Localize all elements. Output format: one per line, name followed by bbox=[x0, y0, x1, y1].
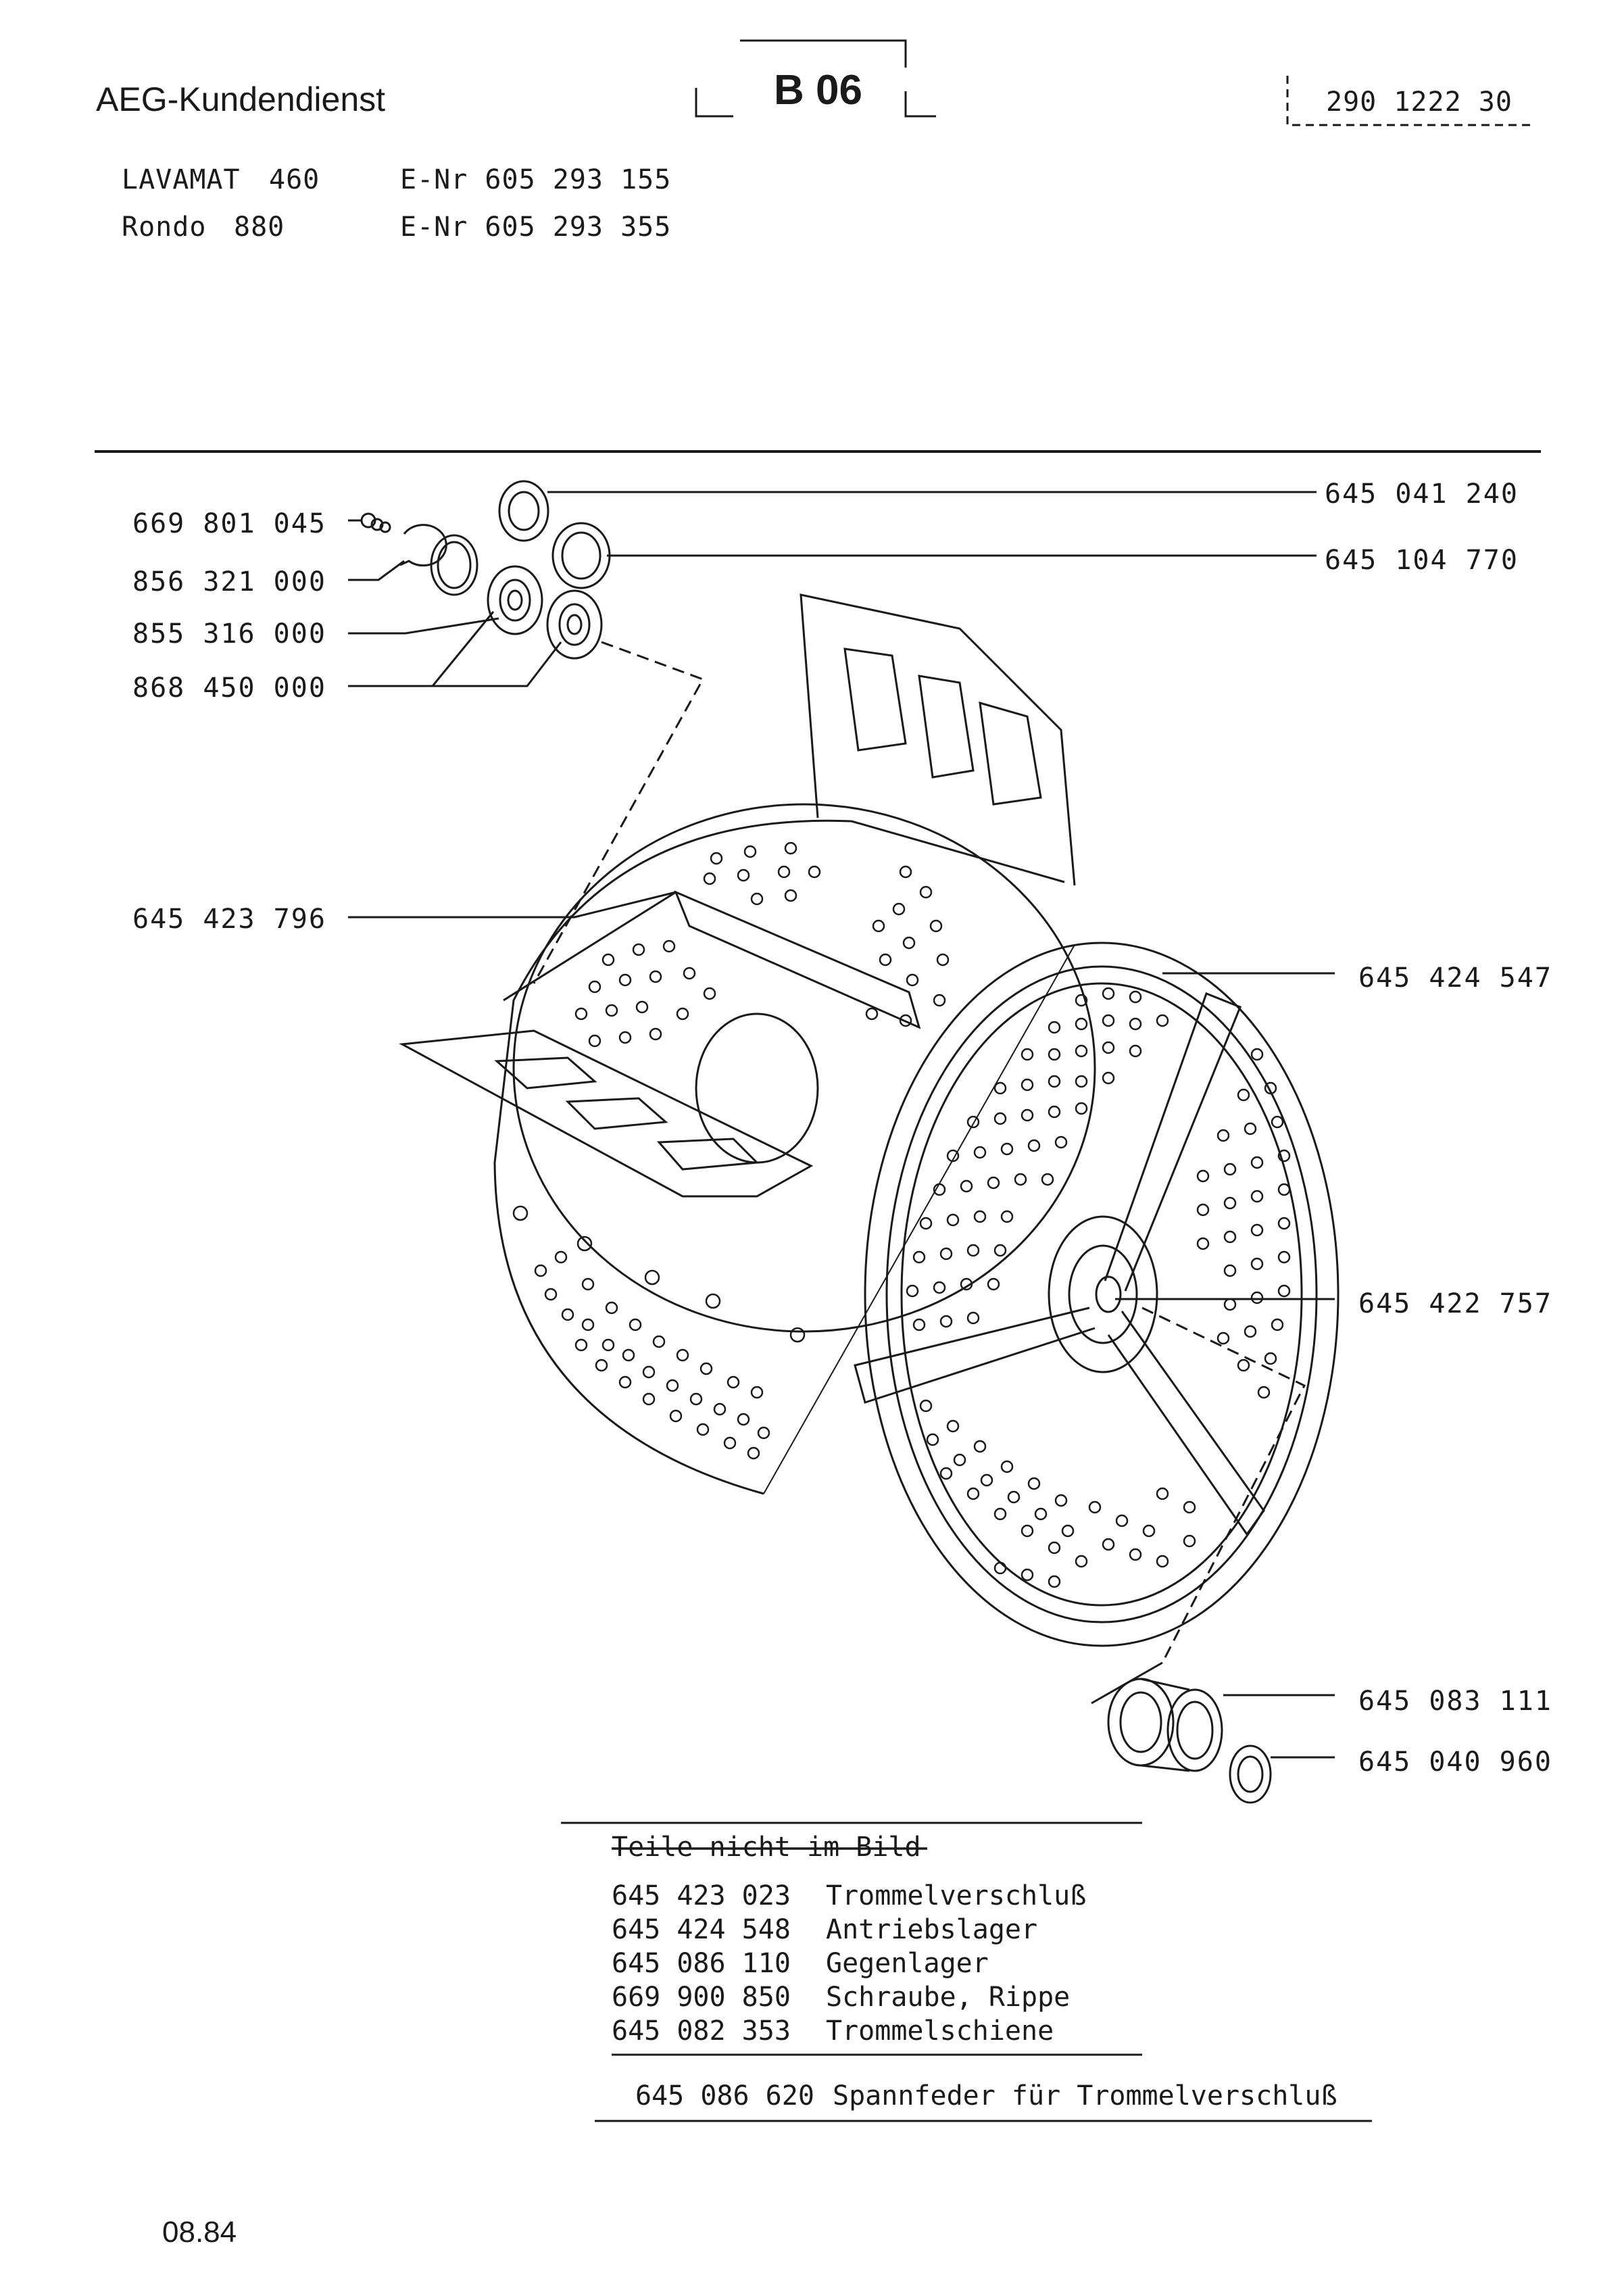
table-row-number: 645 082 353 bbox=[612, 2016, 791, 2047]
door-bottom-slot-3 bbox=[656, 1138, 760, 1171]
axis-line-top bbox=[533, 641, 705, 984]
screw-icon bbox=[360, 512, 391, 533]
retaining-ring-icon bbox=[399, 524, 447, 567]
part-label-645-423-796: 645 423 796 bbox=[132, 904, 326, 935]
part-label-645-040-960: 645 040 960 bbox=[1358, 1747, 1552, 1778]
part-label-645-083-111: 645 083 111 bbox=[1358, 1686, 1552, 1717]
model-number-1: 460 bbox=[269, 164, 320, 195]
leader-p5-ext bbox=[503, 891, 677, 1002]
drum-front-face-outer bbox=[864, 942, 1340, 1647]
model-enr-2: E-Nr 605 293 355 bbox=[400, 212, 672, 243]
drum-door-top bbox=[800, 593, 1076, 886]
table-row-name: Antriebslager bbox=[826, 1914, 1038, 1945]
part-label-645-424-547: 645 424 547 bbox=[1358, 962, 1552, 994]
part-label-645-041-240: 645 041 240 bbox=[1325, 479, 1519, 510]
print-date: 08.84 bbox=[162, 2216, 237, 2249]
spider-arm-left bbox=[854, 1306, 1096, 1404]
drum-shell-left bbox=[493, 1162, 764, 1495]
brand-title: AEG-Kundendienst bbox=[96, 80, 386, 118]
drum-side-join bbox=[763, 944, 1075, 1494]
drum-top-edge bbox=[493, 819, 852, 1163]
leader-p5 bbox=[348, 891, 677, 919]
sheet-frame-left bbox=[695, 88, 733, 118]
door-top-slot-3 bbox=[979, 701, 1042, 806]
leader-p4 bbox=[348, 611, 562, 687]
table-row-number: 645 424 548 bbox=[612, 1914, 791, 1945]
door-bottom-slot-2 bbox=[565, 1097, 668, 1130]
circlip-icon bbox=[430, 534, 478, 596]
drum-front-face-plate bbox=[900, 982, 1303, 1607]
table-row-name: Schraube, Rippe bbox=[826, 1982, 1071, 2013]
seal-ring-icon-1 bbox=[498, 480, 549, 542]
hub-inner bbox=[1068, 1244, 1138, 1344]
table-row-name: Trommelverschluß bbox=[826, 1880, 1087, 1911]
leader-p2 bbox=[348, 560, 405, 581]
part-label-855-316-000: 855 316 000 bbox=[132, 618, 326, 650]
table-row-number: 669 900 850 bbox=[612, 1982, 791, 2013]
extra-part-number: 645 086 620 bbox=[635, 2080, 814, 2111]
part-label-645-104-770: 645 104 770 bbox=[1325, 545, 1519, 576]
drum-front-face-inner bbox=[885, 965, 1318, 1623]
model-number-2: 880 bbox=[234, 212, 285, 243]
document-number: 290 1222 30 bbox=[1326, 87, 1513, 118]
drum-door-bottom bbox=[399, 1029, 814, 1198]
model-name-2: Rondo bbox=[122, 212, 207, 243]
part-label-868-450-000: 868 450 000 bbox=[132, 673, 326, 704]
leader-p3 bbox=[348, 617, 499, 635]
sheet-frame-top bbox=[740, 39, 907, 68]
door-bottom-slot-1 bbox=[494, 1056, 597, 1090]
drive-flange-icon bbox=[1107, 1678, 1223, 1772]
model-enr-1: E-Nr 605 293 155 bbox=[400, 164, 672, 195]
perforation-holes bbox=[512, 841, 1291, 1588]
door-top-slot-1 bbox=[843, 648, 907, 752]
table-row-name: Trommelschiene bbox=[826, 2016, 1054, 2047]
table-row-number: 645 086 110 bbox=[612, 1948, 791, 1979]
table-row-name: Gegenlager bbox=[826, 1948, 989, 1979]
spider-arm-top bbox=[1104, 992, 1242, 1292]
part-label-669-801-045: 669 801 045 bbox=[132, 508, 326, 539]
extra-part-name: Spannfeder für Trommelverschluß bbox=[833, 2080, 1337, 2111]
shaft-seal-icon bbox=[1229, 1744, 1272, 1804]
hub-shaft bbox=[1095, 1275, 1122, 1313]
axis-line-bottom bbox=[1141, 1306, 1306, 1663]
model-name-1: LAVAMAT bbox=[122, 164, 241, 195]
inner-rib bbox=[674, 890, 921, 1029]
sheet-code: B 06 bbox=[774, 67, 862, 114]
drum-top-rim bbox=[851, 820, 1065, 883]
door-top-slot-2 bbox=[918, 675, 975, 779]
parts-not-shown-heading: Teile nicht im Bild bbox=[612, 1832, 921, 1863]
drum-back-rim bbox=[512, 803, 1096, 1333]
seal-ring-icon-2 bbox=[551, 522, 611, 589]
bearing-icon-1 bbox=[487, 565, 543, 635]
part-label-856-321-000: 856 321 000 bbox=[132, 566, 326, 597]
spider-arm-bottom bbox=[1107, 1311, 1265, 1536]
sheet-frame-right bbox=[904, 91, 936, 118]
hub-outer bbox=[1048, 1215, 1158, 1373]
docnum-frame bbox=[1286, 76, 1534, 126]
part-label-645-422-757: 645 422 757 bbox=[1358, 1288, 1552, 1319]
bearing-icon-2 bbox=[546, 589, 603, 660]
table-row-number: 645 423 023 bbox=[612, 1880, 791, 1911]
